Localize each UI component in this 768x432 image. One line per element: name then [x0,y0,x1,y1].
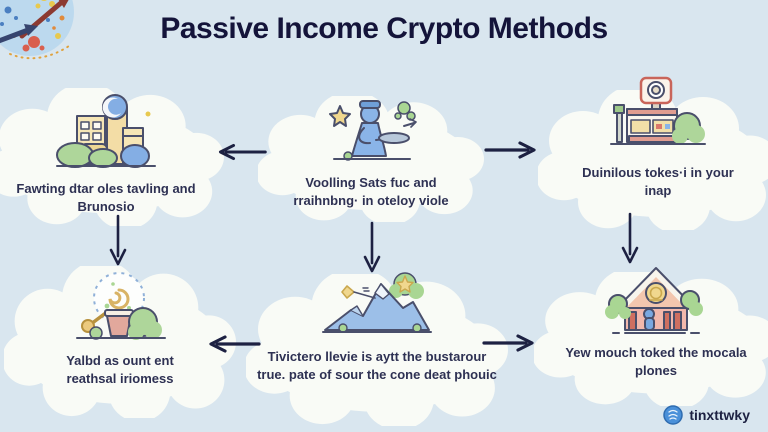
house-coin-icon [605,267,703,334]
page-title: Passive Income Crypto Methods [160,12,608,45]
node-city: Fawting dtar oles tavling and Brunosio [0,88,224,226]
city-buildings-icon [56,94,156,168]
arrow-right-icon [478,333,542,353]
arrow-right-icon [482,140,542,160]
arrow-down-icon [108,212,128,270]
node-label: Duinilous tokes·i in your inap [582,165,734,198]
node-label: Yew mouch toked the mocala plones [565,345,747,378]
arrow-down-icon [362,218,382,278]
node-house: Yew mouch toked the mocala plones [534,267,768,406]
cloud-shape [534,272,768,406]
blue-coin-badge-icon [663,405,684,425]
node-shop: Duinilous tokes·i in your inap [538,76,768,230]
pot-magnifier-icon [76,272,166,340]
node-label: Voolling Sats fuc and rraihnbng· in otel… [293,175,449,208]
watermark-label: tinxttwky [689,407,750,423]
arrow-left-icon [213,142,269,162]
arrow-left-icon [203,334,263,354]
arrow-down-icon [620,210,640,268]
node-pot: Yalbd as ount ent reathsal iriomess [4,266,236,418]
node-label: Fawting dtar oles tavling and Brunosio [16,181,196,214]
gold-panning-miner-icon [329,100,417,161]
node-label: Tivictero llevie is aytt the bustarour t… [257,349,497,382]
mountain-peak-icon [322,272,432,333]
paint-splash-arrows-badge-icon [0,0,74,60]
node-mountain: Tivictero llevie is aytt the bustarour t… [246,272,508,426]
watermark: tinxttwky [663,405,750,425]
node-miner: Voolling Sats fuc and rraihnbng· in otel… [258,96,484,222]
storefront-camera-icon [610,76,706,145]
node-label: Yalbd as ount ent reathsal iriomess [66,353,174,386]
